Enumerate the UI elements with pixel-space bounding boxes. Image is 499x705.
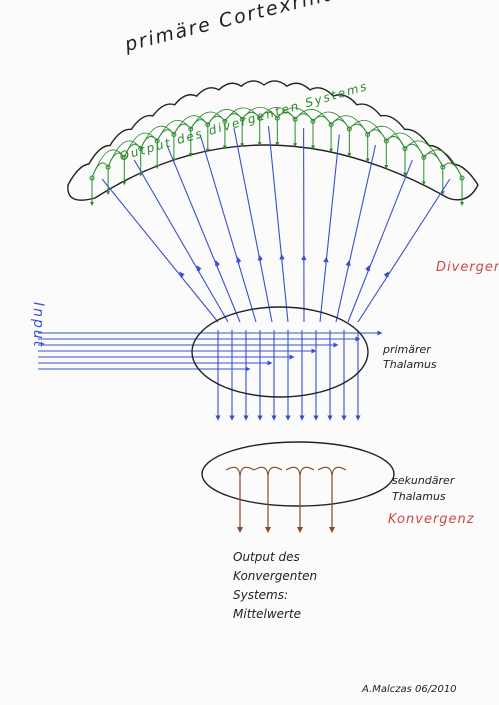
divergenz-label: Divergenz [436,260,499,275]
primary-thalamus-label: primärer Thalamus [383,343,437,371]
signature: A.Malczas 06/2010 [362,684,457,695]
input-label: Input [30,302,46,349]
secondary-thalamus-label: sekundärer Thalamus [392,474,455,503]
thalamocortical-projections [101,125,451,421]
projection-arrow [179,271,185,278]
projection-arrow [257,254,264,262]
divergent-arc [442,162,463,179]
thalamus-ellipses [191,306,395,507]
convergent-output-label: Output des Konvergenten Systems: Mittelw… [233,550,318,621]
secondary-thalamus-ellipse [201,441,395,507]
divergent-arc [312,115,332,125]
divergent-arc [294,113,314,122]
divergent-arc [330,119,350,130]
cortex-outline [67,80,479,201]
convergence-lines [225,466,347,533]
projection-line [101,178,219,323]
projection-arrow [236,256,242,264]
projection-line [335,144,377,323]
projection-line [319,134,340,323]
konvergenz-label: Konvergenz [388,512,475,527]
projection-line [233,127,273,323]
convergence-join [285,466,315,479]
input-lines [38,330,383,372]
projection-line [133,159,229,323]
divergent-arc [423,152,444,168]
projection-line [199,134,257,323]
projection-arrow [215,260,221,267]
projection-arrow [196,265,202,272]
projection-line [166,144,241,323]
projection-arrow [383,271,389,278]
projection-arrow [365,265,371,272]
convergence-join [317,466,347,479]
divergent-arcs [89,106,465,206]
convergence-join [253,466,283,479]
primary-thalamus-ellipse [191,306,369,398]
cortex-dome [67,80,479,201]
projection-line [357,178,451,323]
convergence-join [225,466,255,479]
projection-arrow [345,260,351,267]
projection-line [347,159,413,323]
projection-line [267,125,289,323]
divergent-arc [91,162,109,179]
